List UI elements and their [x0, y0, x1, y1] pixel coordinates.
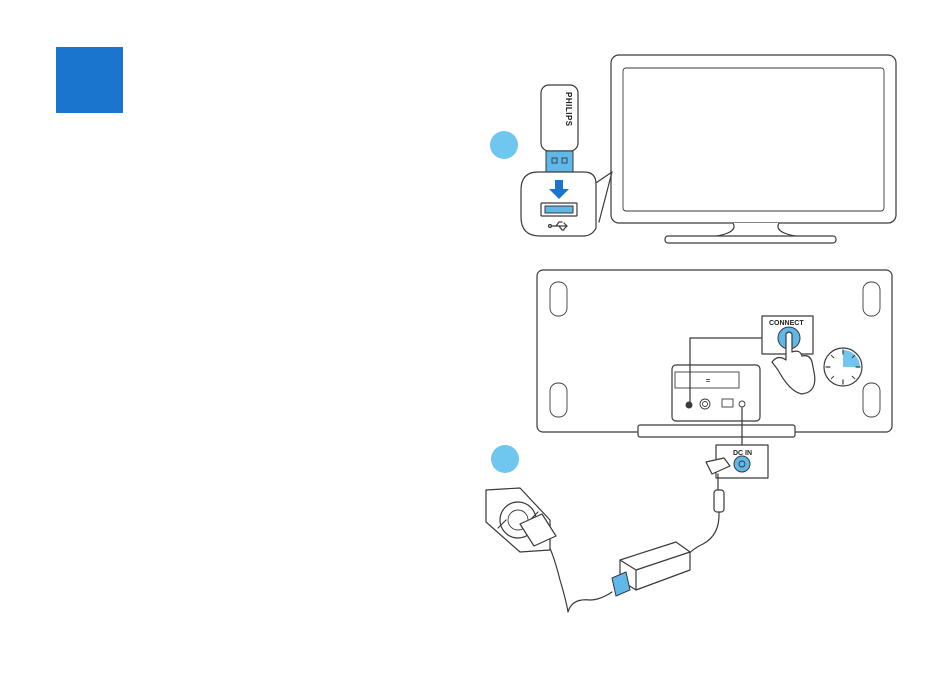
dc-in-callout: DC IN [706, 445, 768, 478]
tv [611, 55, 896, 243]
svg-text:=: = [706, 378, 710, 385]
power-adapter [548, 474, 724, 612]
step-marker-2 [491, 445, 519, 473]
usb-port-callout [521, 172, 612, 236]
dongle-brand-label: PHILIPS [564, 92, 573, 127]
connect-label: CONNECT [769, 320, 804, 327]
wall-socket [486, 488, 556, 552]
step-marker-1 [490, 131, 518, 159]
clock-icon [824, 348, 862, 386]
usb-dongle: PHILIPS [541, 85, 578, 174]
